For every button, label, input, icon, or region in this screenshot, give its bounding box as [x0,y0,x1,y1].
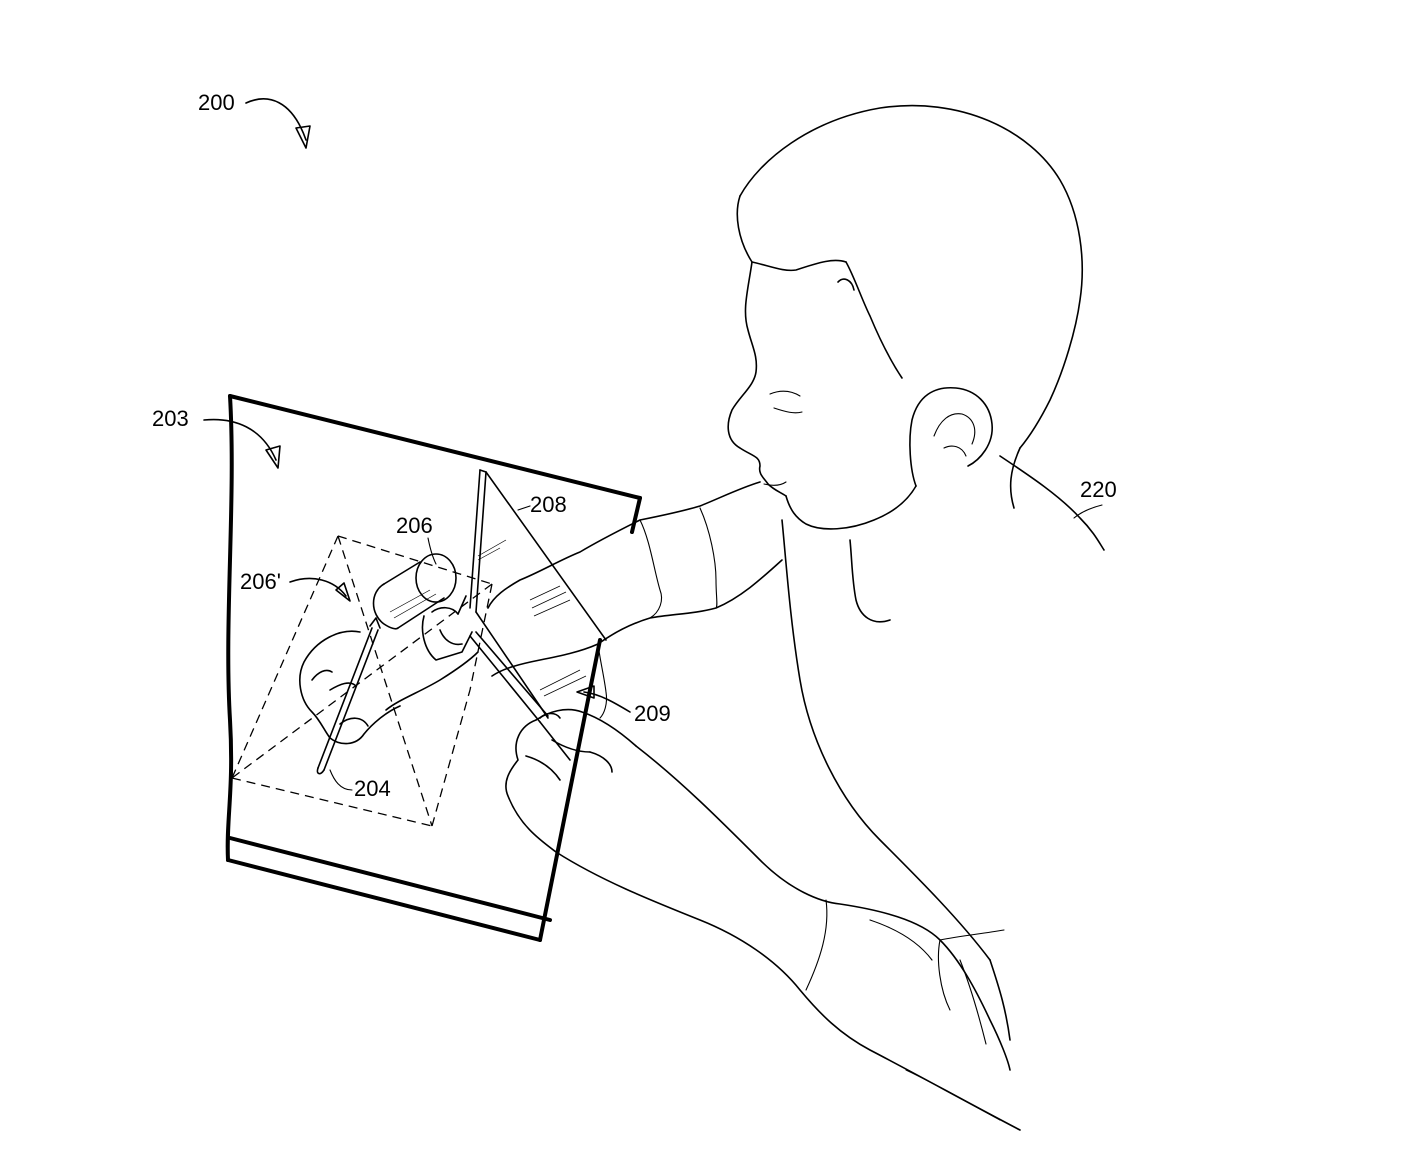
label-206: 206 [396,513,433,538]
label-200: 200 [198,90,235,115]
leader-206-prime [289,577,351,602]
leader-203 [203,418,281,469]
leader-220 [1073,504,1103,519]
label-208: 208 [530,492,567,517]
stylus-204 [316,617,381,775]
face-profile [727,261,787,497]
label-220: 220 [1080,477,1117,502]
label-204: 204 [354,776,391,801]
projection-frustum [231,535,493,827]
head-outline [739,104,1084,449]
near-arm [555,851,1021,1131]
label-206-prime: 206' [240,569,281,594]
virtual-object-206 [372,553,473,661]
leader-204 [329,769,353,791]
label-209: 209 [634,701,671,726]
ear [909,386,993,487]
leader-208 [517,505,531,511]
person-220 [487,104,1105,1131]
label-203: 203 [152,406,189,431]
hand-holding-tool [505,708,637,853]
hand-holding-stylus [299,630,479,745]
tool-panel-208 [469,469,607,719]
display-panel [225,394,642,942]
far-arm [487,481,761,609]
leader-200 [245,98,311,149]
leader-206 [427,537,437,565]
tool-rod [469,631,571,761]
